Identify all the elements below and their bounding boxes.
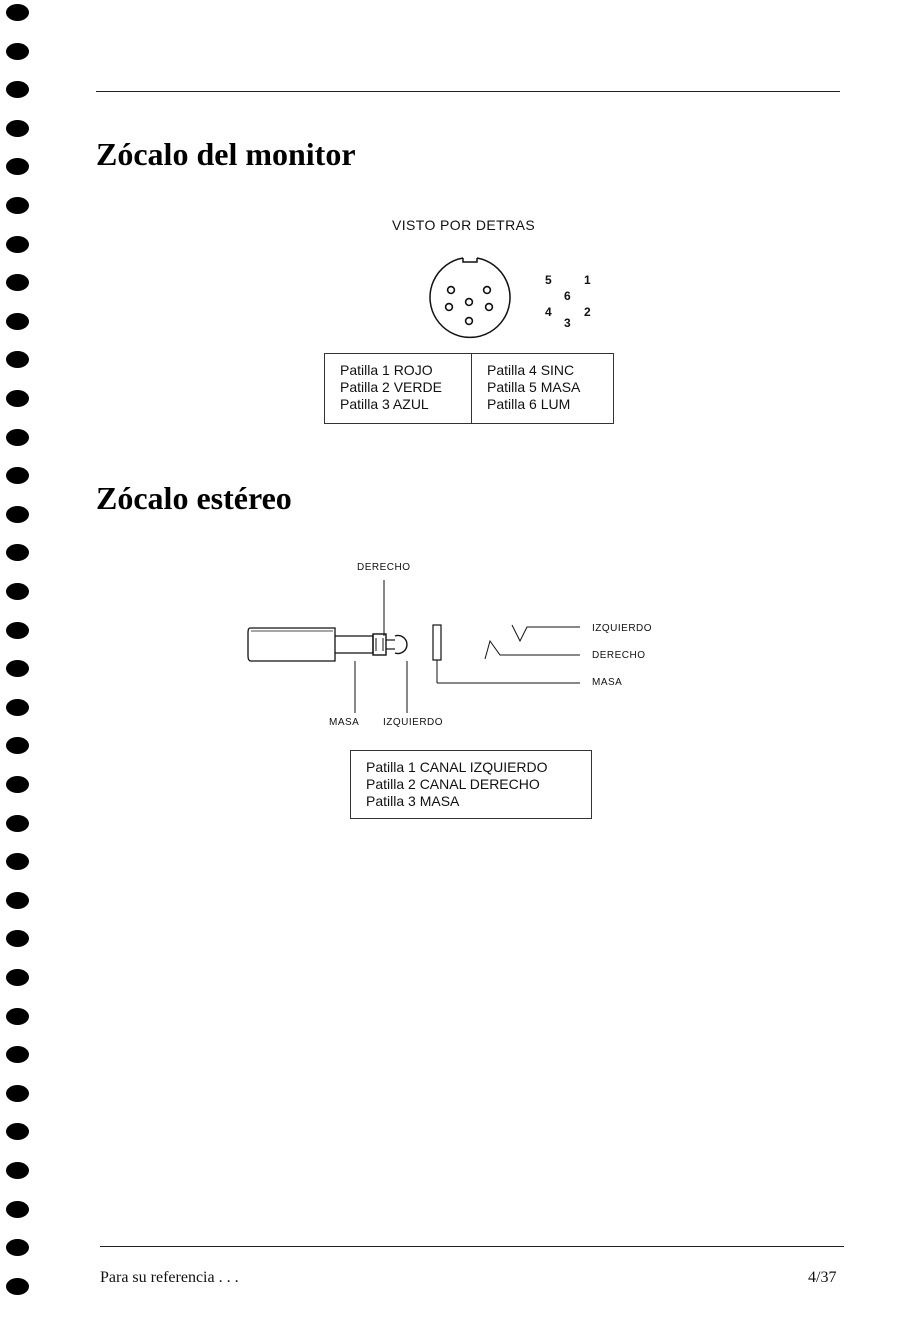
footer-rule	[100, 1246, 844, 1247]
binder-hole	[6, 698, 29, 716]
plug-label-top: DERECHO	[357, 562, 411, 573]
binder-hole	[6, 1046, 29, 1064]
binder-hole	[6, 428, 29, 446]
pin-entry: Patilla 2 VERDE	[340, 379, 442, 395]
stereo-socket-diagram	[432, 624, 580, 684]
binder-hole	[6, 583, 29, 600]
binder-hole	[6, 660, 29, 678]
table-divider	[471, 354, 472, 423]
monitor-pin-col-left: Patilla 1 ROJO Patilla 2 VERDE Patilla 3…	[340, 362, 442, 413]
binder-hole	[6, 351, 29, 369]
pin-label: 2	[584, 305, 591, 319]
binder-hole	[6, 544, 29, 562]
stereo-section-title: Zócalo estéreo	[96, 480, 292, 516]
binder-hole	[6, 1162, 29, 1179]
binder-hole	[6, 467, 29, 485]
plug-label-bottom-left: MASA	[329, 717, 360, 728]
binder-hole	[6, 1277, 29, 1295]
pin-entry: Patilla 6 LUM	[487, 396, 571, 412]
binder-hole	[6, 390, 29, 407]
din-socket-diagram	[429, 257, 511, 339]
binder-hole	[6, 312, 29, 330]
binder-hole	[6, 4, 29, 21]
socket-label-ground: MASA	[592, 677, 623, 688]
monitor-pin-table: Patilla 1 ROJO Patilla 2 VERDE Patilla 3…	[324, 353, 614, 424]
binder-hole	[6, 776, 29, 793]
stereo-pin-col: Patilla 1 CANAL IZQUIERDO Patilla 2 CANA…	[366, 759, 548, 810]
binder-hole	[6, 1239, 29, 1257]
pin-entry: Patilla 1 ROJO	[340, 362, 433, 378]
binder-hole	[6, 1007, 29, 1025]
page-number: 4/37	[808, 1269, 837, 1286]
pin-label: 3	[564, 316, 571, 330]
binder-holes	[0, 0, 40, 1334]
top-rule	[96, 91, 840, 92]
binder-hole	[6, 737, 29, 755]
binder-hole	[6, 930, 29, 948]
monitor-pin-col-right: Patilla 4 SINC Patilla 5 MASA Patilla 6 …	[487, 362, 580, 413]
pin-label: 5	[545, 273, 552, 287]
socket-label-right: DERECHO	[592, 650, 646, 661]
binder-hole	[6, 81, 29, 99]
binder-hole	[6, 853, 29, 871]
binder-hole	[6, 1200, 29, 1218]
binder-hole	[6, 119, 29, 137]
footer-left-text: Para su referencia . . .	[100, 1269, 239, 1286]
pin-entry: Patilla 1 CANAL IZQUIERDO	[366, 759, 548, 775]
binder-hole	[6, 158, 29, 176]
binder-hole	[6, 621, 29, 639]
pin-entry: Patilla 2 CANAL DERECHO	[366, 776, 540, 792]
pin-label: 4	[545, 305, 552, 319]
stereo-pin-table: Patilla 1 CANAL IZQUIERDO Patilla 2 CANA…	[350, 750, 592, 819]
pin-label: 1	[584, 273, 591, 287]
socket-label-left: IZQUIERDO	[592, 623, 653, 634]
pin-entry: Patilla 4 SINC	[487, 362, 575, 378]
binder-hole	[6, 891, 29, 909]
plug-label-bottom-right: IZQUIERDO	[383, 717, 444, 728]
binder-hole	[6, 1123, 29, 1141]
monitor-caption: VISTO POR DETRAS	[392, 217, 536, 233]
monitor-section-title: Zócalo del monitor	[96, 136, 356, 172]
binder-hole	[6, 969, 29, 986]
binder-hole	[6, 1084, 29, 1102]
binder-hole	[6, 814, 29, 832]
binder-hole	[6, 42, 29, 60]
binder-hole	[6, 235, 29, 253]
pin-label: 6	[564, 289, 571, 303]
stereo-plug-diagram	[247, 580, 408, 713]
binder-hole	[6, 274, 29, 292]
pin-entry: Patilla 3 AZUL	[340, 396, 429, 412]
binder-hole	[6, 197, 29, 214]
pin-entry: Patilla 5 MASA	[487, 379, 581, 395]
pin-entry: Patilla 3 MASA	[366, 793, 460, 809]
binder-hole	[6, 505, 29, 523]
